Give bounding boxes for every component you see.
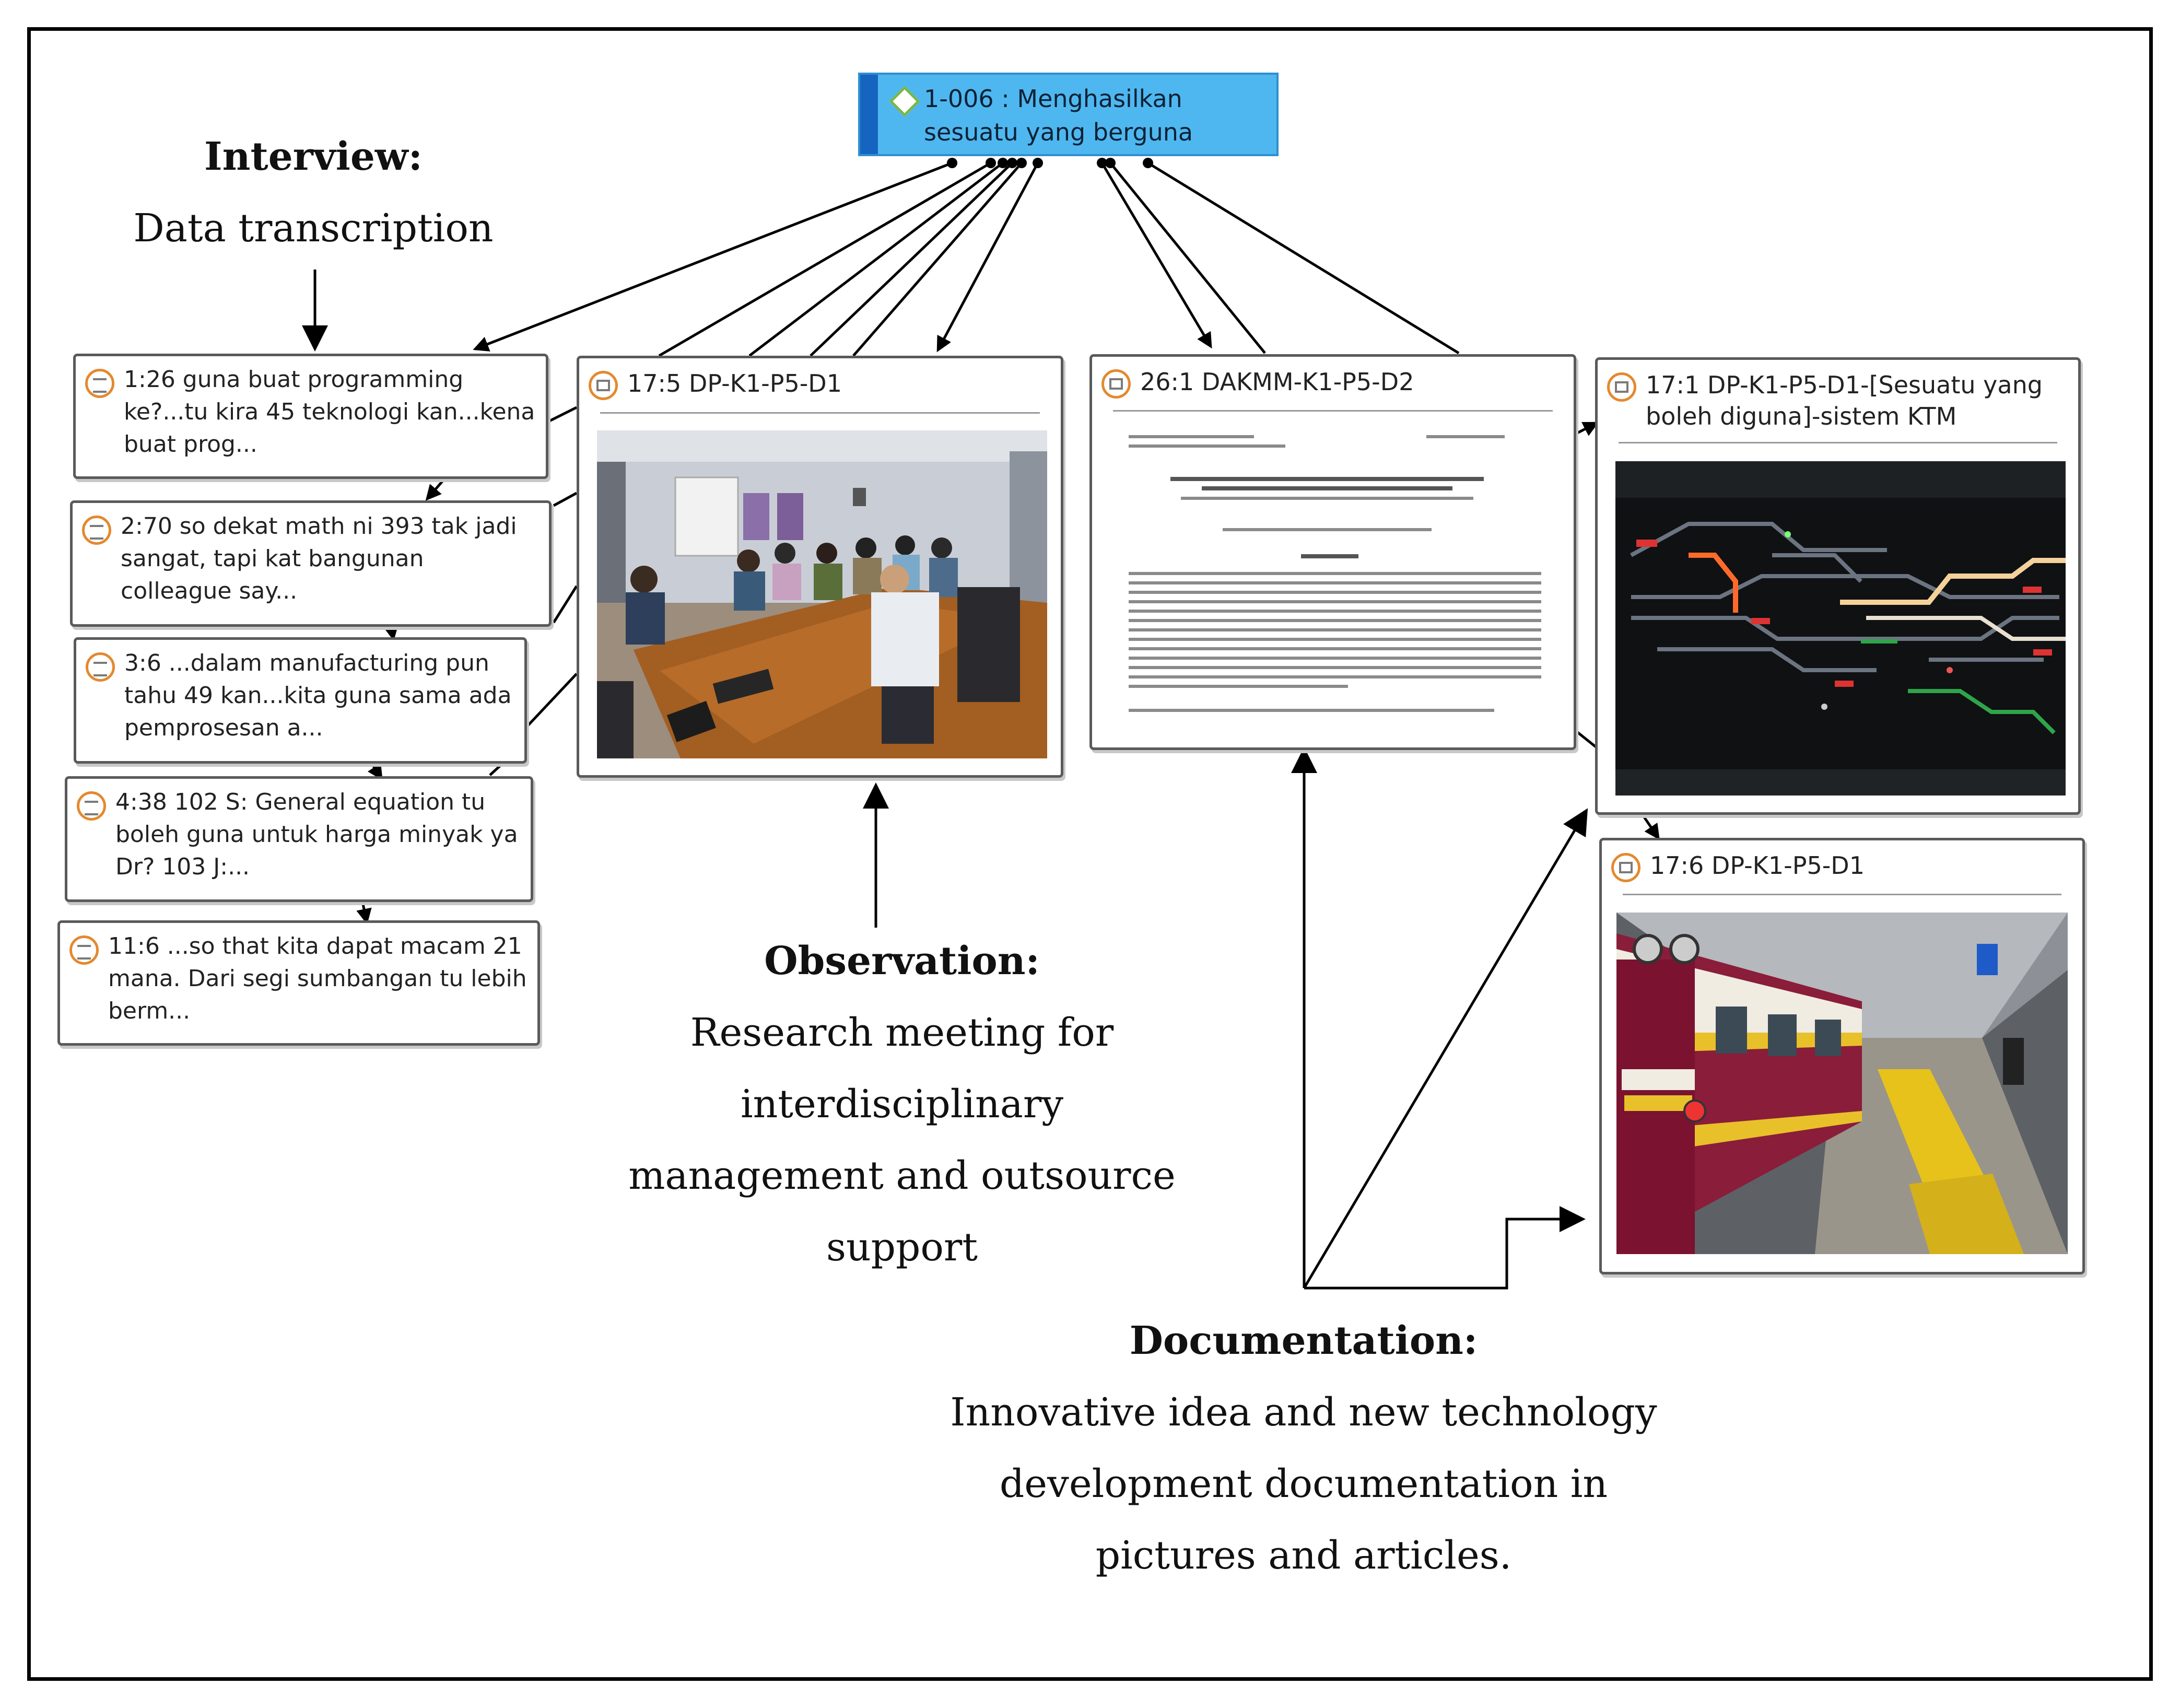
document-title: 17:6 DP-K1-P5-D1 bbox=[1650, 851, 1865, 880]
title-separator bbox=[1113, 410, 1553, 412]
document-card-article[interactable]: 26:1 DAKMM-K1-P5-D2 bbox=[1089, 354, 1576, 750]
quotation-card[interactable]: 11:6 ...so that kita dapat macam 21 mana… bbox=[57, 920, 540, 1046]
title-separator bbox=[1619, 442, 2057, 443]
train-platform-photo bbox=[1616, 913, 2068, 1254]
link-photo-to-quote-3 bbox=[525, 673, 578, 728]
handle-dot bbox=[986, 158, 996, 168]
document-title: 17:5 DP-K1-P5-D1 bbox=[627, 369, 842, 397]
meeting-room-photo bbox=[597, 430, 1047, 758]
caption-observation: Observation: Research meeting for interd… bbox=[589, 926, 1215, 1283]
document-card-train[interactable]: 17:6 DP-K1-P5-D1 bbox=[1599, 838, 2085, 1274]
code-node[interactable]: 1-006 : Menghasilkan sesuatu yang bergun… bbox=[858, 73, 1279, 156]
document-title: 26:1 DAKMM-K1-P5-D2 bbox=[1140, 368, 1414, 396]
link-article-to-control-b bbox=[1575, 730, 1598, 749]
link-quote-3-to-4 bbox=[367, 763, 383, 781]
figure-frame bbox=[27, 27, 2153, 1681]
handle-dot bbox=[1105, 158, 1116, 168]
caption-line: management and outsource bbox=[628, 1153, 1176, 1198]
control-panel-photo bbox=[1615, 461, 2066, 795]
link-code-to-article-b bbox=[1109, 162, 1266, 354]
quotation-card[interactable]: 2:70 so dekat math ni 393 tak jadi sanga… bbox=[70, 500, 552, 627]
caption-line: Research meeting for bbox=[690, 1010, 1114, 1055]
link-photo-to-quote-4 bbox=[489, 763, 503, 776]
link-photo-to-quote-2 bbox=[553, 492, 578, 507]
code-label: 1-006 : Menghasilkan sesuatu yang bergun… bbox=[924, 85, 1193, 146]
caption-interview: Interview: Data transcription bbox=[104, 121, 522, 264]
caption-line: development documentation in bbox=[999, 1461, 1608, 1506]
quotation-icon bbox=[86, 652, 115, 682]
image-document-icon bbox=[1611, 853, 1640, 882]
document-title: 17:1 DP-K1-P5-D1-[Sesuatu yang boleh dig… bbox=[1646, 371, 2043, 430]
link-code-to-photo-meeting-e bbox=[936, 162, 1039, 353]
quotation-icon bbox=[69, 935, 99, 965]
link-quote-4-to-5 bbox=[356, 901, 372, 925]
caption-line: support bbox=[826, 1225, 978, 1270]
quotation-text: 4:38 102 S: General equation tu boleh gu… bbox=[115, 789, 518, 880]
quotation-text: 2:70 so dekat math ni 393 tak jadi sanga… bbox=[121, 513, 517, 604]
link-photo-to-quote-1 bbox=[548, 406, 578, 423]
image-document-icon bbox=[589, 371, 618, 400]
image-document-icon bbox=[1607, 372, 1636, 402]
handle-dot bbox=[998, 158, 1008, 168]
caption-heading: Documentation: bbox=[1129, 1318, 1478, 1363]
code-node-bar bbox=[860, 75, 878, 154]
link-quote-1-to-2 bbox=[425, 478, 445, 501]
quotation-icon bbox=[82, 516, 111, 545]
title-separator bbox=[600, 412, 1040, 414]
link-photo-to-quote-2b bbox=[552, 585, 578, 624]
handle-dot bbox=[1007, 158, 1017, 168]
document-card-meeting[interactable]: 17:5 DP-K1-P5-D1 bbox=[577, 356, 1063, 778]
document-card-control-panel[interactable]: 17:1 DP-K1-P5-D1-[Sesuatu yang boleh dig… bbox=[1595, 357, 2081, 815]
handle-dot bbox=[1097, 158, 1107, 168]
arrow-documentation-control bbox=[1303, 808, 1588, 1289]
quotation-text: 1:26 guna buat programming ke?...tu kira… bbox=[124, 366, 535, 458]
quotation-icon bbox=[77, 791, 106, 821]
link-code-to-photo-meeting-d bbox=[852, 162, 1023, 357]
handle-dot bbox=[1033, 158, 1043, 168]
link-code-to-article-a bbox=[1100, 162, 1212, 349]
link-article-to-control bbox=[1575, 422, 1599, 436]
link-code-to-photo-meeting-b bbox=[748, 162, 1004, 357]
link-code-to-photo-meeting-a bbox=[658, 161, 992, 357]
caption-documentation: Documentation: Innovative idea and new t… bbox=[912, 1305, 1695, 1592]
caption-line: pictures and articles. bbox=[1095, 1533, 1512, 1578]
title-separator bbox=[1623, 894, 2061, 895]
caption-heading: Interview: bbox=[204, 134, 423, 179]
handle-dot bbox=[1016, 158, 1027, 168]
text-document-icon bbox=[1101, 369, 1131, 399]
caption-heading: Observation: bbox=[764, 939, 1040, 984]
quotation-card[interactable]: 1:26 guna buat programming ke?...tu kira… bbox=[73, 354, 548, 479]
handle-dot bbox=[947, 158, 957, 168]
link-code-to-quote-1 bbox=[473, 161, 953, 352]
handle-dot bbox=[1143, 158, 1153, 168]
arrow-documentation-train bbox=[1304, 1206, 1586, 1290]
caption-line: Innovative idea and new technology bbox=[950, 1390, 1657, 1435]
caption-line: interdisciplinary bbox=[740, 1082, 1063, 1127]
quotation-card[interactable]: 3:6 ...dalam manufacturing pun tahu 49 k… bbox=[74, 637, 527, 764]
link-code-to-article-c bbox=[1147, 161, 1460, 355]
code-diamond-icon bbox=[889, 86, 920, 117]
caption-line: Data transcription bbox=[133, 206, 494, 251]
article-page bbox=[1123, 430, 1546, 738]
link-code-to-photo-meeting-c bbox=[810, 162, 1013, 357]
quotation-card[interactable]: 4:38 102 S: General equation tu boleh gu… bbox=[65, 776, 533, 902]
quotation-text: 3:6 ...dalam manufacturing pun tahu 49 k… bbox=[124, 650, 512, 741]
quotation-text: 11:6 ...so that kita dapat macam 21 mana… bbox=[108, 933, 527, 1024]
quotation-icon bbox=[85, 369, 114, 398]
link-control-to-train bbox=[1641, 814, 1660, 840]
